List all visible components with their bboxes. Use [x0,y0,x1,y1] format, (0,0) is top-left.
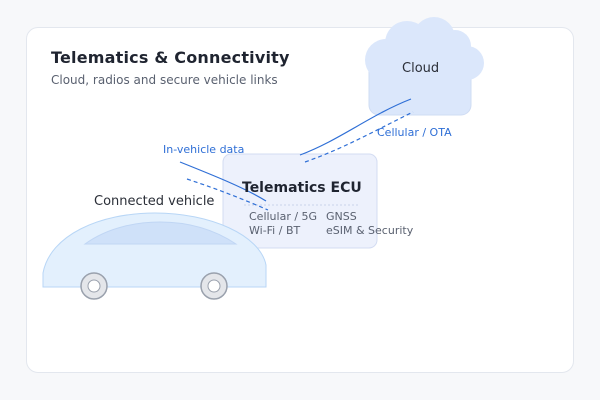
page-title: Telematics & Connectivity [51,48,290,67]
cellular-link-label: Cellular / OTA [377,126,452,139]
cloud-icon [365,17,484,116]
cloud-label: Cloud [402,61,440,76]
in-vehicle-link-label: In-vehicle data [163,143,245,156]
ecu-feature-cellular: Cellular / 5G [249,210,318,223]
ecu-feature-wifi-bt: Wi-Fi / BT [249,224,301,237]
page-subtitle: Cloud, radios and secure vehicle links [51,73,278,87]
cellular-uplink-line [299,98,412,156]
ecu-box[interactable] [222,153,378,249]
in-vehicle-line [179,161,267,202]
ecu-title: Telematics ECU [242,180,362,196]
ecu-feature-gnss: GNSS [326,210,357,223]
cellular-downlink-line [304,111,414,163]
vehicle-icon [42,212,267,300]
in-vehicle-return-line [186,178,269,211]
ecu-feature-esim-security: eSIM & Security [326,224,414,237]
vehicle-label: Connected vehicle [94,194,215,209]
